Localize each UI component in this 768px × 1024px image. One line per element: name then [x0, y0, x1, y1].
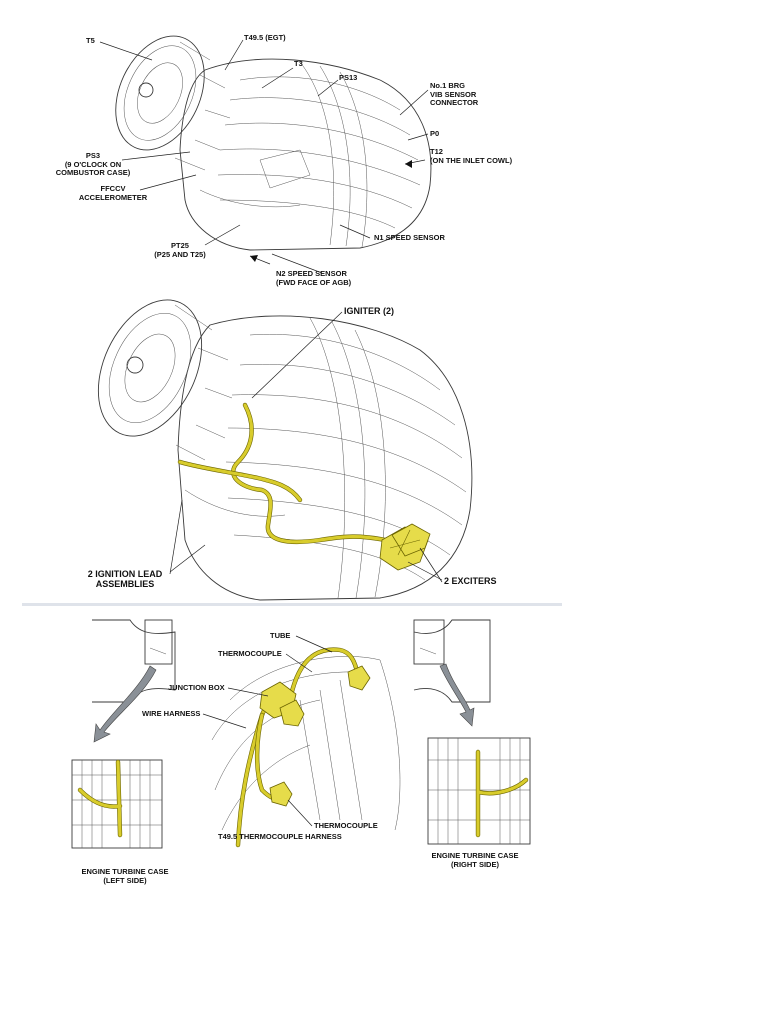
center-harness-drawing	[211, 647, 401, 848]
panel-3-thermocouple-harness	[71, 619, 531, 849]
panel-2-ignition-system	[97, 299, 473, 601]
label-pt25: PT25 (P25 AND T25)	[154, 241, 206, 259]
label-wire-harness: WIRE HARNESS	[142, 709, 201, 718]
t12-arrow	[404, 159, 426, 168]
label-n1-speed-sensor: N1 SPEED SENSOR	[374, 233, 445, 242]
label-igniter: IGNITER (2)	[344, 306, 395, 316]
right-callout-arrow	[439, 663, 475, 727]
label-t12: T12 (ON THE INLET COWL)	[430, 147, 513, 165]
ignition-lead-assemblies	[177, 402, 388, 545]
label-ps3: PS3 (9 O'CLOCK ON COMBUSTOR CASE)	[55, 151, 131, 177]
engine-1-nozzle	[115, 35, 231, 171]
label-no1-brg-vib-sensor: No.1 BRG VIB SENSOR CONNECTOR	[430, 81, 479, 107]
label-harness-title: T49.5 THERMOCOUPLE HARNESS	[218, 832, 342, 841]
label-t3: T3	[294, 59, 303, 68]
label-p0: P0	[430, 129, 440, 138]
label-t5: T5	[86, 36, 95, 45]
label-turbine-case-right: ENGINE TURBINE CASE (RIGHT SIDE)	[431, 851, 519, 869]
right-engine-outline	[413, 619, 491, 703]
panel-1-engine-sensors	[99, 35, 432, 274]
label-thermocouple-bottom: THERMOCOUPLE	[314, 821, 378, 830]
exciters	[379, 523, 431, 571]
label-t49-5-egt: T49.5 (EGT)	[244, 33, 286, 42]
right-turbine-case	[427, 737, 531, 845]
label-turbine-case-left: ENGINE TURBINE CASE (LEFT SIDE)	[81, 867, 169, 885]
label-n2-speed-sensor: N2 SPEED SENSOR (FWD FACE OF AGB)	[276, 269, 352, 287]
panel-divider	[22, 603, 562, 606]
left-turbine-case	[71, 759, 163, 849]
label-junction-box: JUNCTION BOX	[168, 683, 225, 692]
left-callout-arrow	[93, 665, 157, 743]
n2-arrow	[249, 255, 271, 265]
panel-2-leader-lines	[169, 311, 443, 583]
engine-2-nozzle	[97, 299, 233, 461]
label-ps13: PS13	[339, 73, 358, 82]
label-thermocouple-top: THERMOCOUPLE	[218, 649, 282, 658]
panel-3-leader-lines	[202, 635, 333, 827]
engine-1-body	[179, 58, 432, 251]
label-exciters: 2 EXCITERS	[444, 576, 497, 586]
panel-1-leader-lines	[99, 39, 429, 274]
label-ffccv-accelerometer: FFCCV ACCELEROMETER	[78, 184, 148, 202]
engine-2-body	[177, 315, 473, 601]
label-tube: TUBE	[270, 631, 291, 640]
label-ignition-lead-assemblies: 2 IGNITION LEAD ASSEMBLIES	[87, 569, 163, 589]
